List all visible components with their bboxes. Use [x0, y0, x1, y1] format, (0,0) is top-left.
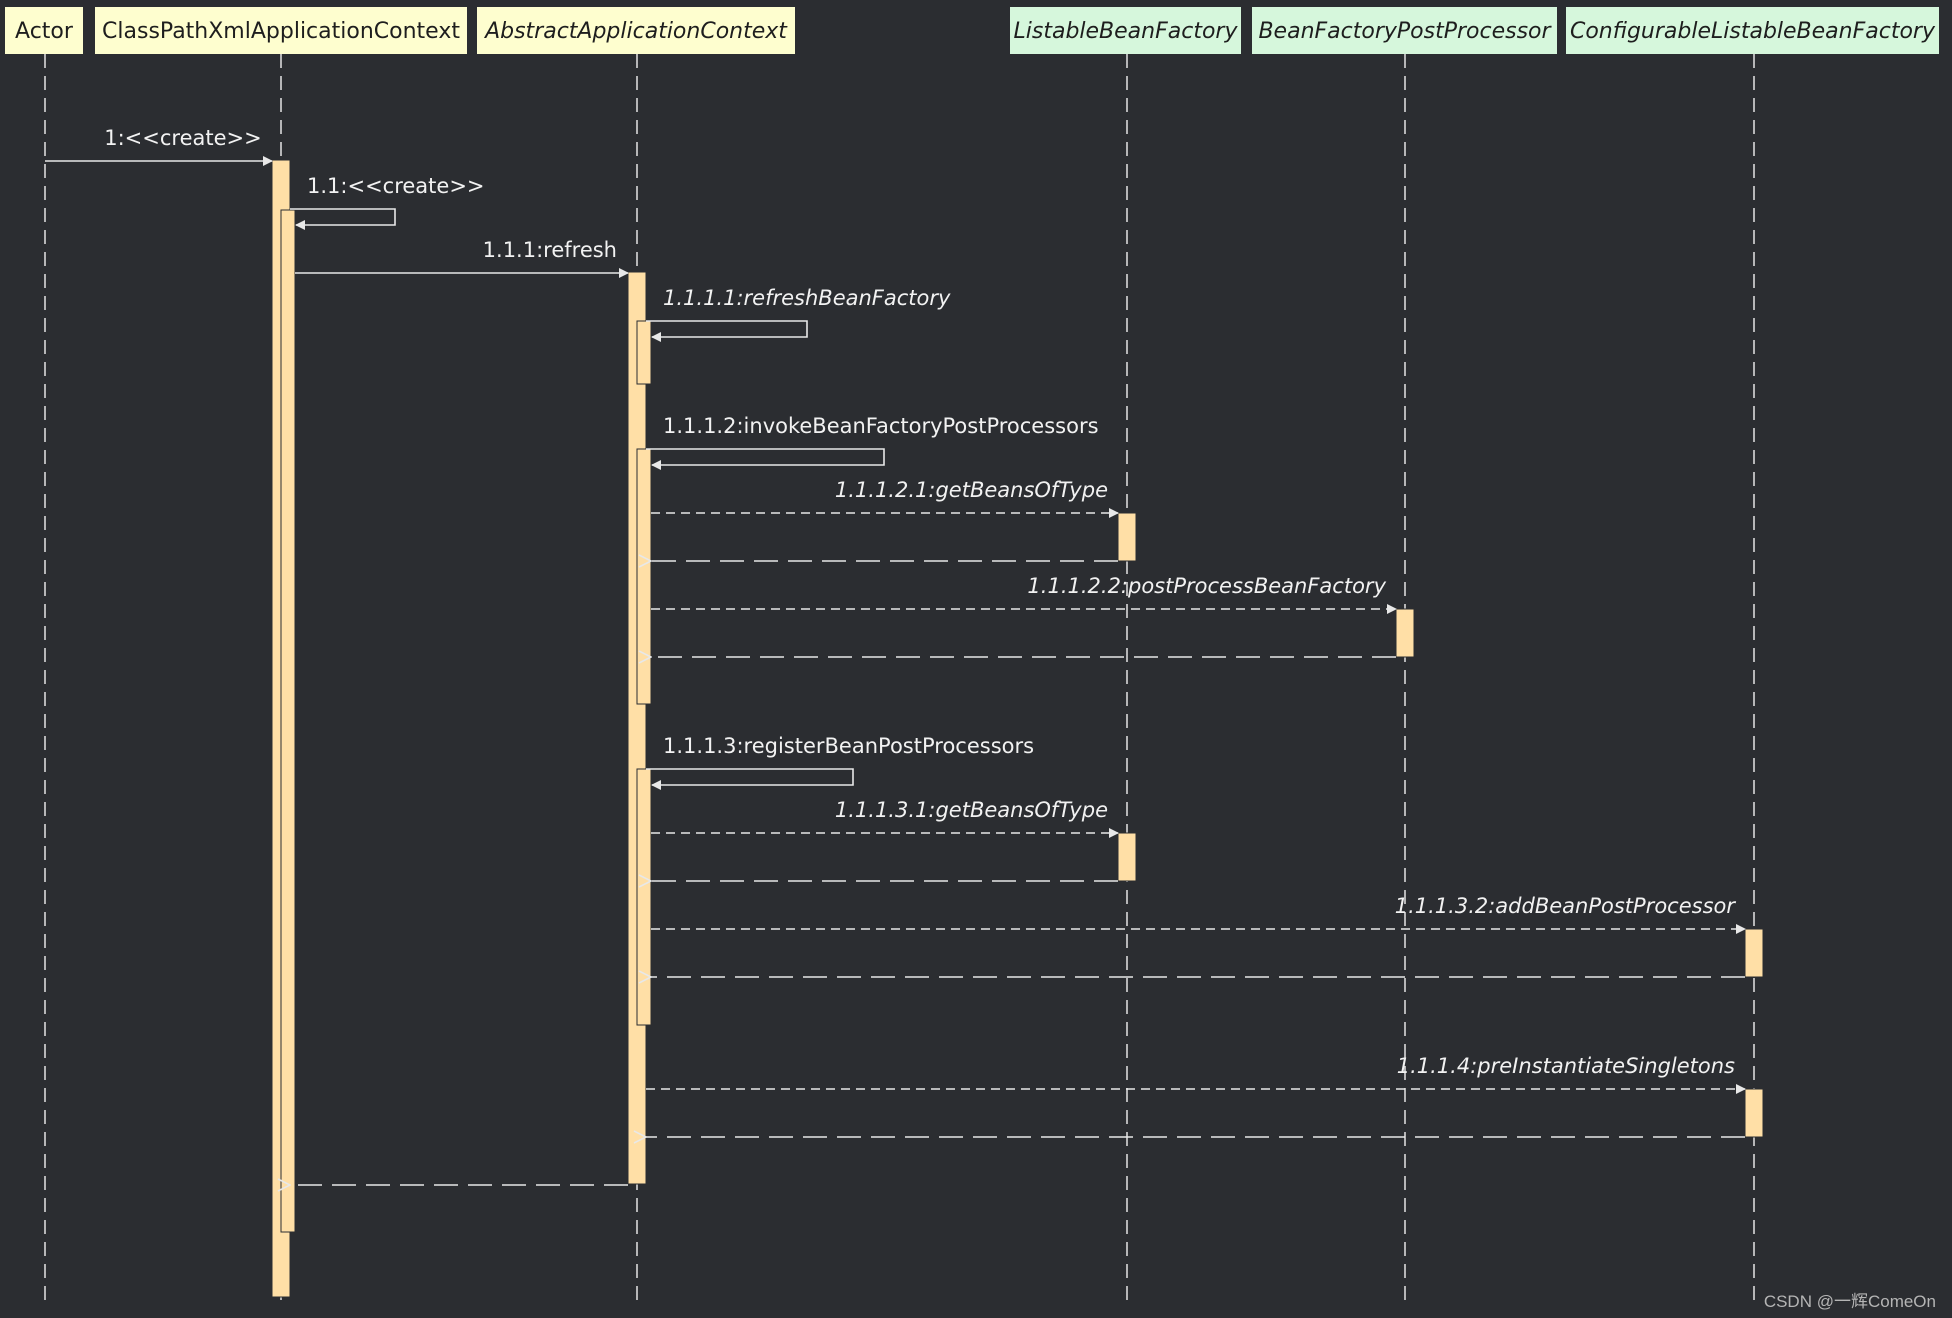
- participant-box-clbf: [1566, 7, 1939, 54]
- message-label-m1_1_1_3_2: 1.1.1.3.2:addBeanPostProcessor: [1395, 894, 1737, 918]
- message-label-m1_1_1: 1.1.1:refresh: [483, 238, 617, 262]
- self-call-arrow-m1_1: [290, 208, 396, 230]
- activation-aac-refreshbf: [636, 320, 652, 385]
- message-label-m1: 1:<<create>>: [104, 126, 261, 150]
- message-m1_1_1_2_2: 1.1.1.2.2:postProcessBeanFactory: [651, 574, 1397, 614]
- message-m1_1_1_3_1: 1.1.1.3.1:getBeansOfType: [651, 798, 1119, 838]
- participant-box-lbf: [1010, 7, 1241, 54]
- participant-label-actor: Actor: [15, 19, 74, 44]
- participant-bfpp: BeanFactoryPostProcessor: [1252, 7, 1557, 54]
- message-m1_1_1_1: 1.1.1.1:refreshBeanFactory: [646, 286, 951, 342]
- participant-label-lbf: ListableBeanFactory: [1014, 19, 1239, 44]
- activation-clbf-preinst: [1744, 1088, 1764, 1138]
- message-label-m1_1_1_4: 1.1.1.4:preInstantiateSingletons: [1397, 1054, 1735, 1078]
- message-m1_1_1_2: 1.1.1.2:invokeBeanFactoryPostProcessors: [646, 414, 1099, 470]
- self-call-arrow-m1_1_1_3: [646, 768, 854, 790]
- activation-clbf-addbpp: [1744, 928, 1764, 978]
- activation-aac-invokebfpp: [636, 448, 652, 705]
- participant-label-cpx: ClassPathXmlApplicationContext: [102, 19, 460, 44]
- message-m1_1_1: 1.1.1:refresh: [295, 238, 629, 278]
- activation-lbf-getbeans-1: [1117, 512, 1137, 562]
- message-label-m1_1: 1.1:<<create>>: [307, 174, 485, 198]
- participant-label-aac: AbstractApplicationContext: [483, 19, 788, 44]
- watermark: CSDN @一辉ComeOn: [1763, 1292, 1936, 1311]
- participant-cpx: ClassPathXmlApplicationContext: [95, 7, 467, 54]
- participant-aac: AbstractApplicationContext: [477, 7, 795, 54]
- message-label-m1_1_1_2: 1.1.1.2:invokeBeanFactoryPostProcessors: [663, 414, 1099, 438]
- message-m1_1: 1.1:<<create>>: [290, 174, 485, 230]
- message-label-m1_1_1_3_1: 1.1.1.3.1:getBeansOfType: [835, 798, 1108, 822]
- activation-lbf-getbeans-2: [1117, 832, 1137, 882]
- participant-clbf: ConfigurableListableBeanFactory: [1566, 7, 1939, 54]
- participant-lbf: ListableBeanFactory: [1010, 7, 1241, 54]
- message-label-m1_1_1_3: 1.1.1.3:registerBeanPostProcessors: [663, 734, 1034, 758]
- activation-aac-refresh: [627, 271, 647, 1185]
- activation-cpx-create: [280, 209, 296, 1233]
- participant-label-bfpp: BeanFactoryPostProcessor: [1258, 19, 1552, 44]
- participant-box-actor: [5, 7, 83, 54]
- message-label-m1_1_1_1: 1.1.1.1:refreshBeanFactory: [663, 286, 951, 310]
- message-m1_1_1_3_2: 1.1.1.3.2:addBeanPostProcessor: [651, 894, 1746, 934]
- participant-box-bfpp: [1252, 7, 1557, 54]
- participant-box-cpx: [95, 7, 467, 54]
- message-label-m1_1_1_2_2: 1.1.1.2.2:postProcessBeanFactory: [1027, 574, 1386, 598]
- participant-label-clbf: ConfigurableListableBeanFactory: [1570, 19, 1936, 44]
- message-m1_1_1_4: 1.1.1.4:preInstantiateSingletons: [646, 1054, 1746, 1094]
- message-m1_1_1_2_1: 1.1.1.2.1:getBeansOfType: [651, 478, 1119, 518]
- message-label-m1_1_1_2_1: 1.1.1.2.1:getBeansOfType: [835, 478, 1108, 502]
- message-m1_1_1_3: 1.1.1.3:registerBeanPostProcessors: [646, 734, 1034, 790]
- self-call-arrow-m1_1_1_2: [646, 448, 885, 470]
- participant-actor: Actor: [5, 7, 83, 54]
- self-call-arrow-m1_1_1_1: [646, 320, 808, 342]
- activation-bfpp-process: [1395, 608, 1415, 658]
- message-m1: 1:<<create>>: [45, 126, 273, 166]
- activation-aac-registerbpp: [636, 768, 652, 1026]
- participant-box-aac: [477, 7, 795, 54]
